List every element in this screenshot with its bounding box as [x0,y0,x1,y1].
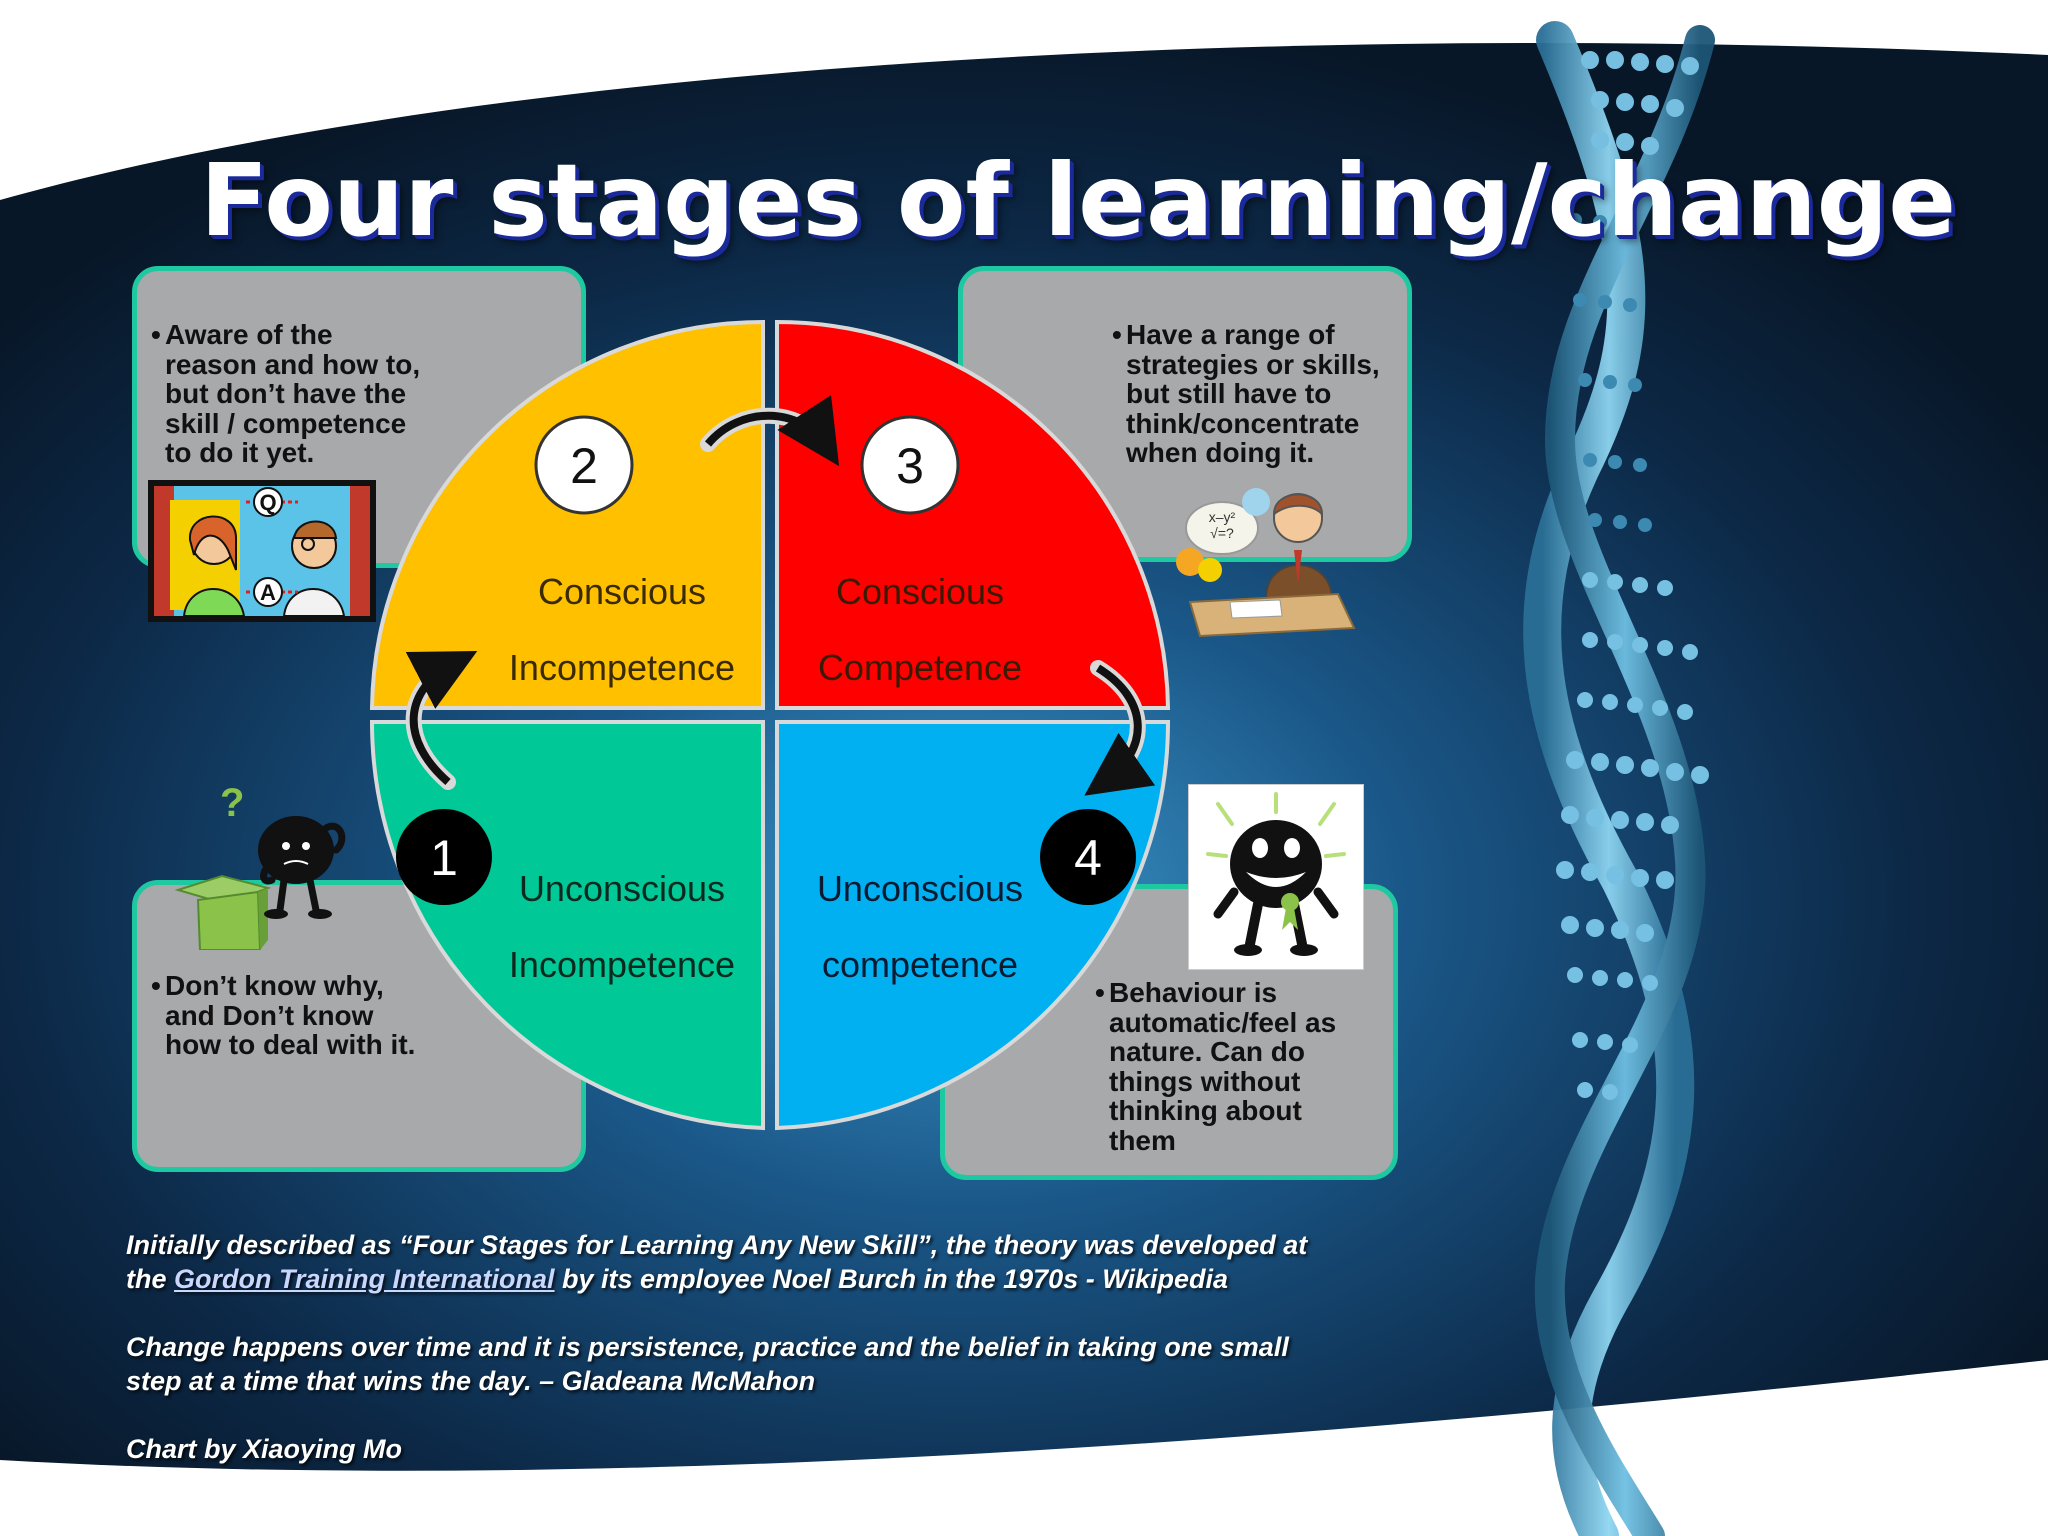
stage-2-label: Conscious Incompetence [462,535,782,725]
footer-line-2-suffix: by its employee Noel Burch in the 1970s … [554,1264,1228,1294]
stage-1-description: •Don’t know why, and Don’t know how to d… [151,970,416,1060]
stage-4-label: Unconscious competence [760,832,1080,1022]
thinking-student-image: x–y²√=? [1176,488,1356,638]
footer-quote-line-1: Change happens over time and it is persi… [126,1332,1289,1362]
stage-3-description: •Have a range of strategies or skills, b… [1112,319,1380,468]
stage-3-number: 3 [896,438,924,494]
stage-1-label-line1: Unconscious [518,868,726,909]
stage-4-description: •Behaviour is automatic/feel as nature. … [1095,977,1337,1156]
stage-2-label-line2: Incompetence [508,647,736,688]
thinking-bubble-text: x–y²√=? [1209,509,1236,541]
stage-4-number: 4 [1074,830,1102,886]
slide-title: Four stages of learning/change [200,142,1957,259]
stage-3-label: Conscious Competence [760,535,1080,725]
qa-a-letter: A [260,580,276,605]
footer-line-2: the Gordon Training International by its… [126,1262,1228,1296]
footer-line-2-prefix: the [126,1264,175,1294]
qa-q-letter: Q [259,490,276,515]
qa-cartoon-image: Q A [148,480,376,622]
stage-2-number: 2 [570,438,598,494]
confused-figure-image: ? [174,781,346,950]
stage-1-label-line2: Incompetence [508,944,736,985]
footer-line-1: Initially described as “Four Stages for … [126,1230,1308,1260]
stage-1-number-badge [396,809,492,905]
stage-3-label-line1: Conscious [835,571,1005,612]
quadrant-stage-3 [775,319,1171,710]
stage-3-label-line2: Competence [817,647,1023,688]
stage-1-label: Unconscious Incompetence [462,832,782,1022]
stage-2-description: •Aware of the reason and how to, but don… [151,319,421,468]
dna-helix-art [1523,21,1715,1536]
stage-3-number-badge [860,415,960,515]
footer-quote-line-2: step at a time that wins the day. – Glad… [126,1366,816,1396]
stage-4-label-line1: Unconscious [816,868,1024,909]
stage-1-number: 1 [430,830,458,886]
stage-4-label-line2: competence [821,944,1019,985]
chart-credit: Chart by Xiaoying Mo [126,1434,403,1464]
gordon-training-link[interactable]: Gordon Training International [174,1264,555,1294]
question-mark-text: ? [220,781,244,825]
stage-4-number-badge [1040,809,1136,905]
stage-2-number-badge [534,415,634,515]
happy-figure-image [1188,784,1364,970]
stage-2-label-line1: Conscious [537,571,707,612]
four-stages-circle [369,319,1171,1131]
quadrant-stage-2 [369,319,765,710]
